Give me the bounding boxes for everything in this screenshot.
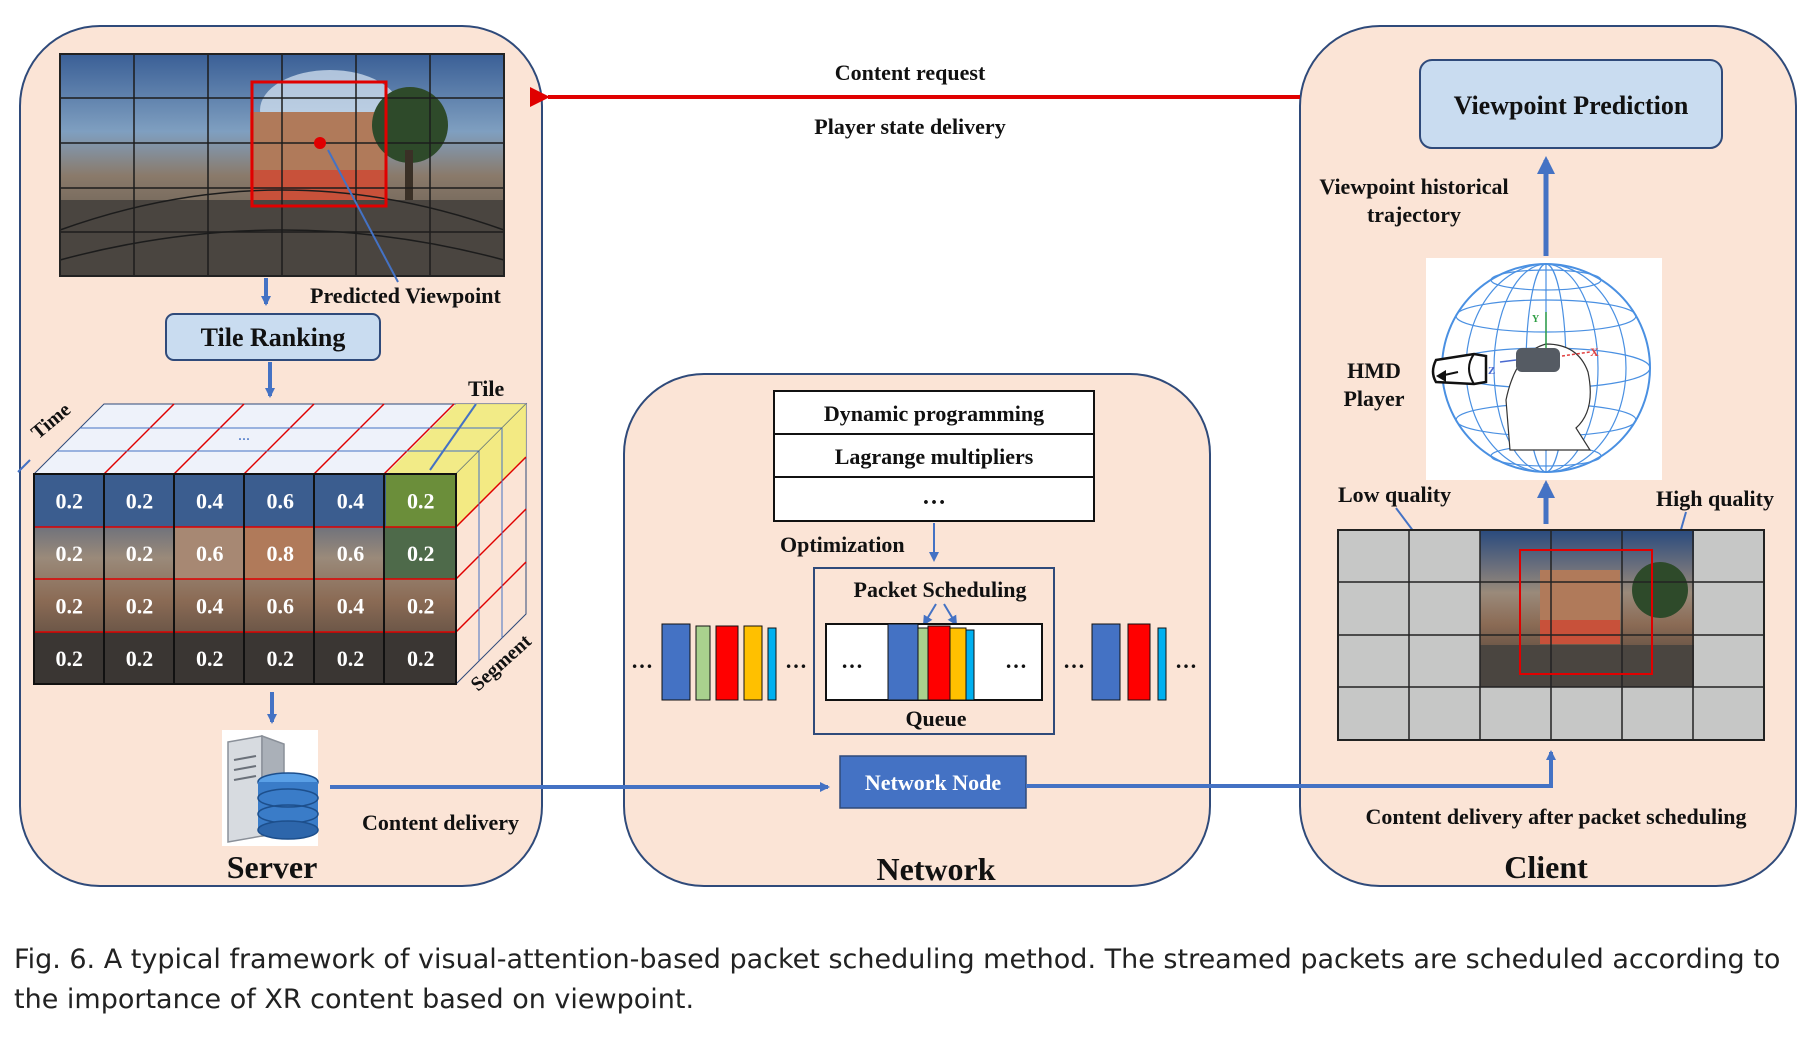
tile-value: 0.6 — [196, 541, 224, 566]
hmd-icon — [1431, 352, 1488, 386]
outgoing-ellipsis-right: … — [1175, 648, 1197, 673]
tile-value: 0.2 — [337, 646, 365, 671]
quality-panorama — [1337, 529, 1765, 741]
tile-value: 0.4 — [337, 488, 365, 513]
outgoing-packets — [1091, 623, 1167, 701]
figure-caption: Fig. 6. A typical framework of visual-at… — [14, 944, 1781, 1015]
client-viewport-box — [1519, 549, 1653, 675]
tile-value: 0.8 — [266, 541, 294, 566]
tile-value: 0.2 — [55, 593, 83, 618]
lagrange-label: Lagrange multipliers — [835, 444, 1034, 469]
predicted-viewpoint-label: Predicted Viewpoint — [310, 283, 502, 308]
tile-value: 0.2 — [196, 646, 224, 671]
hmd-sphere: Y X Z — [1426, 258, 1662, 480]
network-node-label: Network Node — [865, 770, 1001, 795]
tile-value: 0.2 — [407, 488, 435, 513]
queue-right-ellipsis: … — [1005, 648, 1027, 673]
tile-value: 0.2 — [407, 593, 435, 618]
tile-value: 0.6 — [337, 541, 365, 566]
axis-x-label: X — [1590, 345, 1599, 359]
tile-ranking-box — [165, 313, 381, 361]
tile-value: 0.6 — [266, 488, 294, 513]
content-request-label: Content request — [835, 60, 986, 85]
content-delivery-label: Content delivery — [362, 810, 519, 835]
tile-value: 0.6 — [266, 593, 294, 618]
tile-value: 0.2 — [126, 488, 154, 513]
tile-value: 0.2 — [55, 488, 83, 513]
tile-value: 0.4 — [196, 593, 224, 618]
viewpoint-prediction-box — [1419, 59, 1723, 149]
packet-scheduling-label: Packet Scheduling — [854, 577, 1027, 602]
viewpoint-history-line1: Viewpoint historical — [1319, 174, 1508, 199]
highlight-tile — [386, 474, 456, 527]
queue-left-ellipsis: … — [841, 648, 863, 673]
server-icon — [222, 730, 319, 846]
axis-z-label: Z — [1488, 365, 1495, 377]
incoming-ellipsis-right: … — [785, 648, 807, 673]
network-title: Network — [876, 851, 995, 887]
tile-value: 0.2 — [126, 593, 154, 618]
dynamic-programming-label: Dynamic programming — [824, 401, 1044, 426]
viewpoint-history-line2: trajectory — [1367, 202, 1461, 227]
queue-packets — [887, 623, 975, 701]
viewport-box — [250, 80, 388, 208]
low-quality-label: Low quality — [1338, 482, 1451, 507]
tile-value: 0.2 — [55, 541, 83, 566]
incoming-ellipsis-left: … — [631, 648, 653, 673]
client-title: Client — [1504, 849, 1588, 885]
node-to-client-arrow — [1026, 750, 1556, 788]
optimization-methods-table — [773, 390, 1095, 522]
tile-ranking-label: Tile Ranking — [201, 323, 346, 352]
tile-cube-top — [32, 403, 528, 475]
network-node-box — [839, 755, 1027, 809]
hmd-label-line1: HMD — [1347, 358, 1401, 383]
methods-ellipsis: … — [922, 484, 946, 510]
predicted-viewpoint-dot — [314, 137, 326, 149]
tile-value: 0.2 — [126, 646, 154, 671]
tile-value: 0.2 — [55, 646, 83, 671]
axis-y-label: Y — [1532, 314, 1540, 325]
tile-cube-side — [455, 402, 527, 686]
player-state-label: Player state delivery — [814, 114, 1005, 139]
tile-value-grid: 0.2 0.2 0.4 0.6 0.4 0.2 0.2 0.2 0.6 0.8 0.6 0.2 0.2 0… — [33, 473, 457, 685]
high-quality-label: High quality — [1656, 486, 1774, 511]
panorama-image — [59, 53, 505, 277]
optimization-label: Optimization — [780, 532, 905, 557]
tile-value: 0.2 — [266, 646, 294, 671]
tile-value: 0.2 — [407, 541, 435, 566]
framework-diagram: Predicted Viewpoint Tile Ranking Time ..… — [17, 25, 1797, 887]
tile-label: Tile — [468, 376, 505, 401]
server-title: Server — [227, 849, 318, 885]
tile-value: 0.4 — [196, 488, 224, 513]
top-ellipsis: ... — [238, 427, 250, 444]
content-after-label: Content delivery after packet scheduling — [1366, 804, 1747, 829]
incoming-packets — [661, 623, 777, 701]
tile-value: 0.2 — [407, 646, 435, 671]
queue-label: Queue — [905, 706, 966, 731]
tile-value: 0.4 — [337, 593, 365, 618]
viewpoint-prediction-label: Viewpoint Prediction — [1454, 91, 1689, 120]
outgoing-ellipsis-left: … — [1063, 648, 1085, 673]
tile-value: 0.2 — [126, 541, 154, 566]
hmd-label-line2: Player — [1343, 386, 1404, 411]
